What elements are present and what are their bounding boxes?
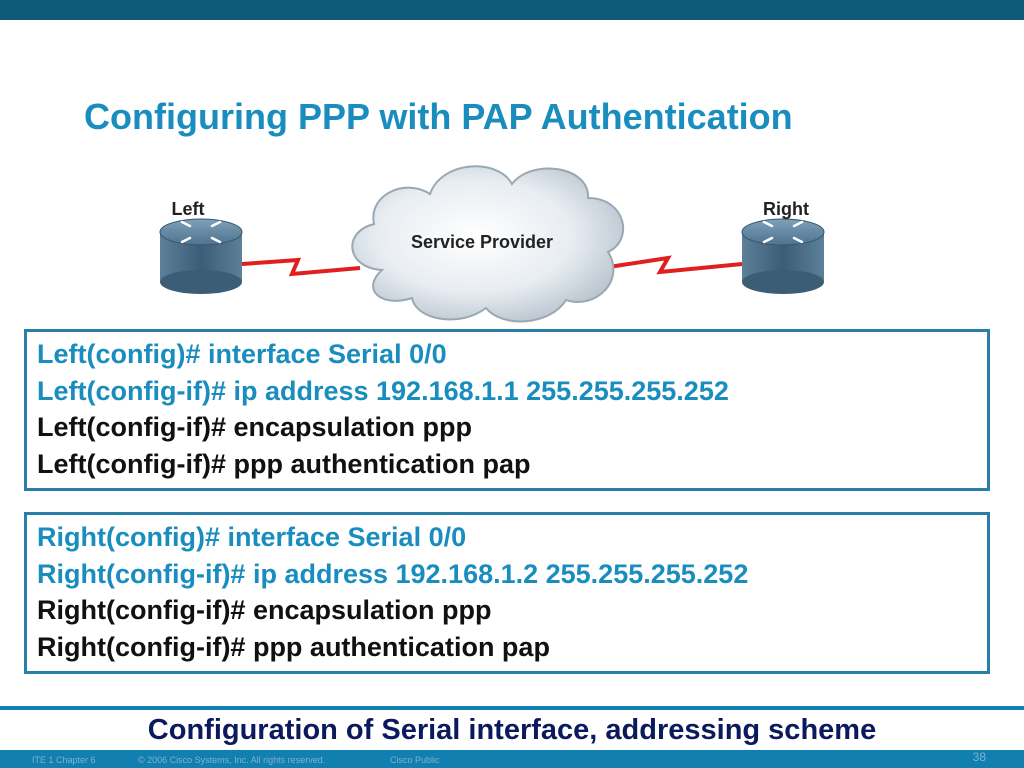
caption-banner: Configuration of Serial interface, addre… [0,710,1024,750]
left-config-line-4: Left(config-if)# ppp authentication pap [37,448,531,479]
left-config-line-1: Left(config)# interface Serial 0/0 [37,339,447,369]
right-config-line-1: Right(config)# interface Serial 0/0 [37,522,467,552]
footer-chapter: ITE 1 Chapter 6 [32,755,96,765]
left-serial-link [241,257,361,277]
cloud-icon [351,165,625,323]
left-router-label: Left [172,199,205,219]
page-number: 38 [972,750,986,764]
network-diagram: Left Right Service Provider [120,140,860,330]
right-router-label: Right [763,199,809,219]
right-router-icon [741,218,825,294]
left-config-line-2: Left(config-if)# ip address 192.168.1.1 … [37,375,729,406]
right-config-line-2: Right(config-if)# ip address 192.168.1.2… [37,558,749,589]
right-config-line-4: Right(config-if)# ppp authentication pap [37,631,550,662]
right-config-box: Right(config)# interface Serial 0/0 Righ… [24,512,990,674]
cloud-label: Service Provider [411,232,553,252]
right-config-line-3: Right(config-if)# encapsulation ppp [37,595,492,625]
footer-classification: Cisco Public [390,755,440,765]
network-diagram-svg: Left Right Service Provider [159,165,825,323]
right-serial-link [601,255,743,275]
top-bar [0,0,1024,20]
footer-copyright: © 2006 Cisco Systems, Inc. All rights re… [138,755,326,765]
left-config-box: Left(config)# interface Serial 0/0 Left(… [24,329,990,491]
left-router-icon [159,218,243,294]
left-config-line-3: Left(config-if)# encapsulation ppp [37,412,472,442]
slide-title: Configuring PPP with PAP Authentication [84,96,793,137]
